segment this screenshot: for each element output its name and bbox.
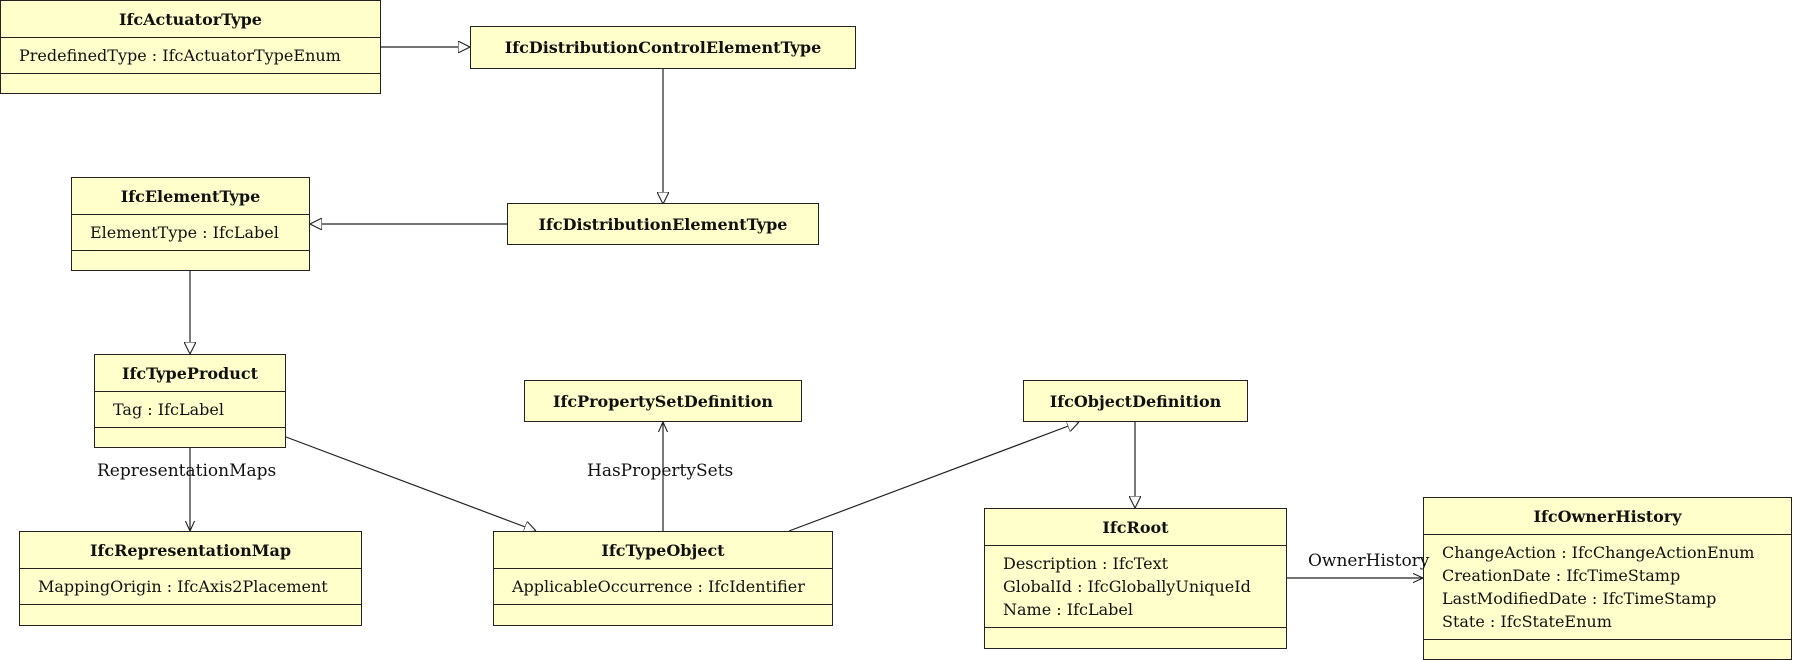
class-name: IfcDistributionControlElementType xyxy=(504,38,822,57)
class-ifc-object-definition: IfcObjectDefinition xyxy=(1023,380,1248,422)
class-operations xyxy=(1424,639,1791,659)
class-operations xyxy=(95,427,285,447)
class-ifc-property-set-definition: IfcPropertySetDefinition xyxy=(524,380,802,422)
class-ifc-type-product: IfcTypeProduct Tag : IfcLabel xyxy=(94,354,286,448)
class-attributes: Tag : IfcLabel xyxy=(95,391,285,427)
generalization-type-product-to-type-object xyxy=(285,436,536,531)
class-name: IfcElementType xyxy=(120,186,261,206)
class-attributes: ChangeAction : IfcChangeActionEnum Creat… xyxy=(1424,534,1791,639)
association-label-has-property-sets: HasPropertySets xyxy=(587,461,734,481)
class-ifc-actuator-type: IfcActuatorType PredefinedType : IfcActu… xyxy=(0,0,381,94)
class-name: IfcOwnerHistory xyxy=(1533,506,1682,526)
class-attributes: ElementType : IfcLabel xyxy=(72,214,309,250)
attribute: Description : IfcText xyxy=(1003,554,1169,573)
class-ifc-root: IfcRoot Description : IfcText GlobalId :… xyxy=(984,508,1287,649)
class-ifc-element-type: IfcElementType ElementType : IfcLabel xyxy=(71,177,310,271)
class-name: IfcPropertySetDefinition xyxy=(552,391,774,411)
class-attributes: Description : IfcText GlobalId : IfcGlob… xyxy=(985,545,1286,627)
class-ifc-distribution-control-element-type: IfcDistributionControlElementType xyxy=(470,26,856,69)
association-label-owner-history: OwnerHistory xyxy=(1308,551,1430,571)
class-name: IfcRoot xyxy=(1102,517,1169,537)
attribute: ElementType : IfcLabel xyxy=(90,223,279,242)
class-name: IfcObjectDefinition xyxy=(1049,391,1222,411)
class-attributes: MappingOrigin : IfcAxis2Placement xyxy=(20,568,361,604)
attribute: MappingOrigin : IfcAxis2Placement xyxy=(38,577,328,596)
class-operations xyxy=(494,604,832,625)
attribute: GlobalId : IfcGloballyUniqueId xyxy=(1003,577,1251,596)
attribute: LastModifiedDate : IfcTimeStamp xyxy=(1442,589,1717,608)
attribute: CreationDate : IfcTimeStamp xyxy=(1442,566,1681,585)
class-name: IfcTypeObject xyxy=(601,540,725,560)
class-name: IfcTypeProduct xyxy=(121,363,258,383)
class-operations xyxy=(20,604,361,625)
class-name: IfcDistributionElementType xyxy=(538,214,788,234)
class-attributes: ApplicableOccurrence : IfcIdentifier xyxy=(494,568,832,604)
class-ifc-owner-history: IfcOwnerHistory ChangeAction : IfcChange… xyxy=(1423,497,1792,660)
class-operations xyxy=(72,250,309,270)
generalization-type-object-to-object-definition xyxy=(788,422,1079,532)
class-operations xyxy=(1,73,380,93)
class-ifc-representation-map: IfcRepresentationMap MappingOrigin : Ifc… xyxy=(19,531,362,626)
class-operations xyxy=(985,627,1286,648)
attribute: ChangeAction : IfcChangeActionEnum xyxy=(1442,543,1755,562)
attribute: Name : IfcLabel xyxy=(1003,600,1133,619)
attribute: State : IfcStateEnum xyxy=(1442,612,1612,631)
class-ifc-type-object: IfcTypeObject ApplicableOccurrence : Ifc… xyxy=(493,531,833,626)
attribute: PredefinedType : IfcActuatorTypeEnum xyxy=(19,46,341,65)
class-name: IfcRepresentationMap xyxy=(90,540,291,560)
attribute: Tag : IfcLabel xyxy=(113,400,224,419)
class-name: IfcActuatorType xyxy=(119,9,262,29)
class-attributes: PredefinedType : IfcActuatorTypeEnum xyxy=(1,37,380,73)
attribute: ApplicableOccurrence : IfcIdentifier xyxy=(512,577,805,596)
class-ifc-distribution-element-type: IfcDistributionElementType xyxy=(507,203,819,245)
association-label-representation-maps: RepresentationMaps xyxy=(97,461,277,481)
